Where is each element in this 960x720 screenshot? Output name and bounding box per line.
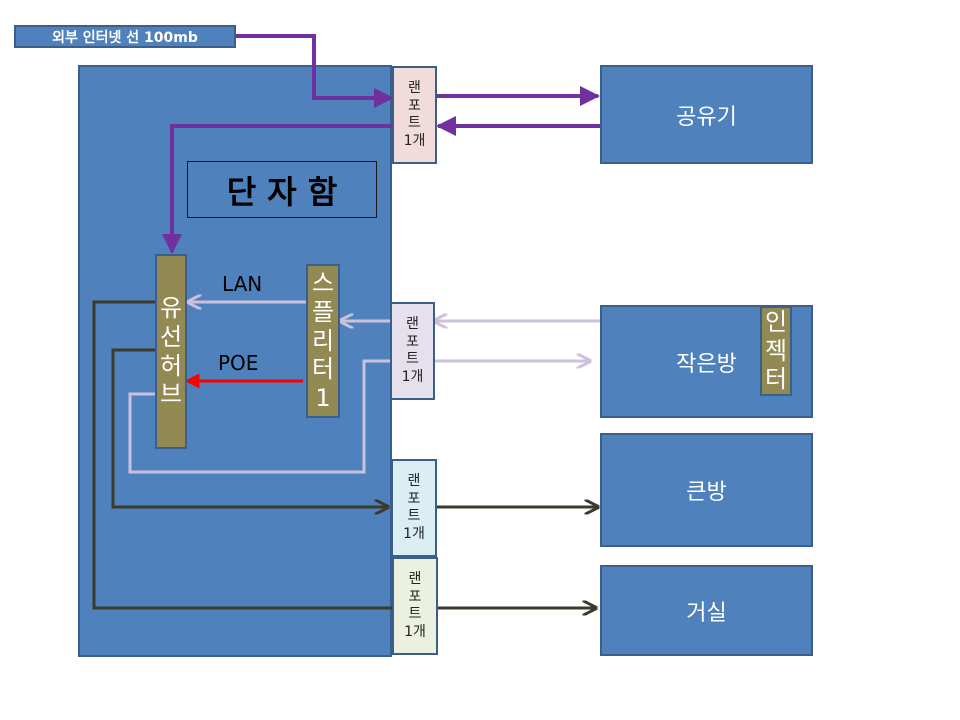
- router-box: 공유기: [600, 65, 813, 164]
- port-3: 랜 포 트 1개: [391, 459, 437, 557]
- splitter-label: 스 플 리 터 1: [311, 269, 335, 413]
- injector-label: 인 젝 터: [764, 307, 788, 394]
- port-to-hub-line: [162, 124, 392, 254]
- port-2-label: 랜 포 트 1개: [401, 316, 424, 385]
- hub-to-living-room-port-line: [92, 300, 392, 610]
- panel-title: 단 자 함: [226, 172, 338, 211]
- big-room-box: 큰방: [600, 433, 813, 547]
- small-room-label: 작은방: [676, 351, 737, 377]
- port-4: 랜 포 트 1개: [392, 557, 438, 655]
- living-room-box: 거실: [600, 565, 813, 656]
- port-1: 랜 포 트 1개: [392, 66, 437, 164]
- injector-device: 인 젝 터: [760, 306, 792, 396]
- wired-hub-device: 유 선 허 브: [155, 254, 187, 449]
- port-3-label: 랜 포 트 1개: [403, 473, 425, 542]
- port-2: 랜 포 트 1개: [390, 302, 435, 400]
- port-4-label: 랜 포 트 1개: [404, 571, 426, 640]
- internet-line: [236, 34, 394, 108]
- port-1-label: 랜 포 트 1개: [403, 80, 426, 149]
- panel-title-box: 단 자 함: [187, 161, 377, 218]
- lan-label: LAN: [222, 272, 263, 296]
- external-line-label: 외부 인터넷 선 100mb: [52, 29, 198, 46]
- splitter-device: 스 플 리 터 1: [306, 264, 340, 418]
- poe-label: POE: [218, 351, 259, 375]
- living-room-label: 거실: [686, 600, 727, 626]
- external-line-box: 외부 인터넷 선 100mb: [14, 25, 236, 48]
- hub-label: 유 선 허 브: [159, 293, 183, 409]
- hub-to-big-room-port-line: [111, 348, 388, 507]
- big-room-label: 큰방: [686, 480, 727, 505]
- router-label: 공유기: [676, 104, 737, 130]
